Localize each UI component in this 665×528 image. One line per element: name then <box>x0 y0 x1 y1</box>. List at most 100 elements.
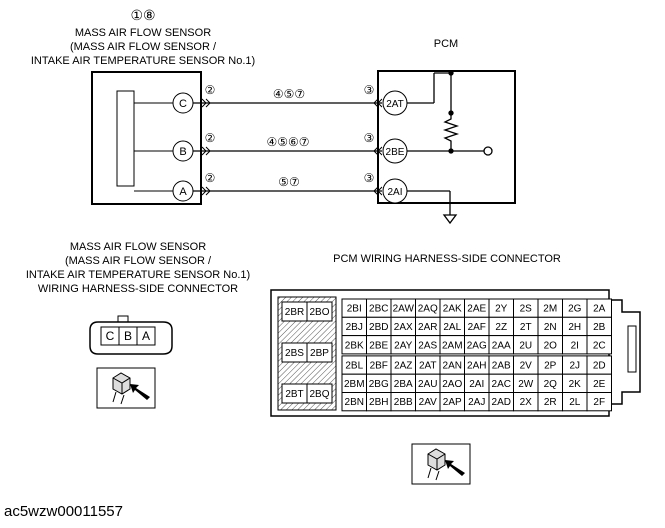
pcm-pin-2e: 2E <box>593 379 606 390</box>
pcm-pin-2o: 2O <box>544 340 558 351</box>
pcm-pin-2ac: 2AC <box>492 379 511 390</box>
pcm-pin-2l: 2L <box>569 397 581 408</box>
pcm-pin-2ah: 2AH <box>467 361 486 372</box>
pcm-pin-2u: 2U <box>519 340 532 351</box>
pcm-pin-2aa: 2AA <box>492 340 511 351</box>
pcm-connector-marks <box>373 98 383 196</box>
pcm-pin-2ap: 2AP <box>443 397 462 408</box>
pcm-pin-2at-label: 2AT <box>386 99 404 110</box>
pcm-internal-circuit <box>407 70 493 225</box>
wires <box>193 102 382 192</box>
pcm-pin-2bk: 2BK <box>345 340 364 351</box>
sensor-connector-title-line-3: INTAKE AIR TEMPERATURE SENSOR No.1) <box>26 269 250 281</box>
sensor-connector-title-line-4: WIRING HARNESS-SIDE CONNECTOR <box>38 283 238 295</box>
pcm-title: PCM <box>434 38 458 50</box>
pcm-pin-2ad: 2AD <box>492 397 511 408</box>
pcm-pin-2af: 2AF <box>468 322 486 333</box>
pcm-pin-2be-label: 2BE <box>386 147 405 158</box>
pcm-pin-2v: 2V <box>520 361 533 372</box>
sensor-title-line-1: MASS AIR FLOW SENSOR <box>75 27 211 39</box>
pcm-note-a: ③ <box>364 171 375 185</box>
pcm-pin-2at: 2AT <box>382 90 408 116</box>
pcm-pin-2r: 2R <box>544 397 557 408</box>
pcm-pin-2bm: 2BM <box>344 379 365 390</box>
pcm-pin-2be: 2BE <box>382 138 408 164</box>
pcm-pin-2ax: 2AX <box>394 322 413 333</box>
wiring-diagram: ①⑧ MASS AIR FLOW SENSOR (MASS AIR FLOW S… <box>26 7 641 485</box>
pcm-pin-2al: 2AL <box>443 322 461 333</box>
pcm-pin-2aq: 2AQ <box>418 304 438 315</box>
sensor-pin-b: B <box>172 140 194 162</box>
pcm-pin-2bo-cell <box>306 301 333 322</box>
pcm-pin-2as: 2AS <box>418 340 437 351</box>
wire-note-c: ④⑤⑦ <box>273 87 305 101</box>
pcm-pin-2ag: 2AG <box>467 340 487 351</box>
sensor-pin-c: C <box>172 92 194 114</box>
pcm-pin-2aw: 2AW <box>393 304 415 315</box>
pcm-pin-2g: 2G <box>568 304 582 315</box>
sensor-connector-pin-c: C <box>106 329 115 343</box>
sensor-connector-title-line-1: MASS AIR FLOW SENSOR <box>70 241 206 253</box>
pcm-pin-2i: 2I <box>571 340 579 351</box>
output-terminal <box>483 146 493 156</box>
pcm-view-direction-icon <box>411 443 471 485</box>
sensor-note-c: ② <box>205 83 216 97</box>
sensor-pin-c-label: C <box>179 98 187 110</box>
pcm-pin-2aj: 2AJ <box>468 397 485 408</box>
pcm-pin-2j: 2J <box>569 361 580 372</box>
header-numbers: ①⑧ <box>130 7 155 23</box>
pcm-pin-2n: 2N <box>544 322 557 333</box>
pcm-pin-2bb: 2BB <box>394 397 413 408</box>
pcm-pin-2c-cell <box>586 335 612 355</box>
pcm-pin-2ai: 2AI <box>469 379 484 390</box>
pcm-pin-2bp: 2BP <box>310 348 329 359</box>
pcm-body <box>377 70 516 204</box>
pcm-note-c: ③ <box>364 83 375 97</box>
pcm-pin-2bh: 2BH <box>369 397 388 408</box>
sensor-title-line-3: INTAKE AIR TEMPERATURE SENSOR No.1) <box>31 55 255 67</box>
pcm-pin-2be: 2BE <box>369 340 388 351</box>
sensor-connector-pin-b: B <box>124 329 132 343</box>
pcm-pin-2f: 2F <box>593 397 605 408</box>
ground-symbol <box>442 214 458 225</box>
pcm-pin-2bt: 2BT <box>285 389 303 400</box>
pcm-pin-2at: 2AT <box>419 361 437 372</box>
pcm-pin-2ab: 2AB <box>492 361 511 372</box>
pcm-pin-2ak: 2AK <box>443 304 462 315</box>
pcm-pin-2bd: 2BD <box>369 322 388 333</box>
pcm-pin-2z: 2Z <box>495 322 507 333</box>
pcm-pin-2ar: 2AR <box>418 322 437 333</box>
pcm-pin-2k: 2K <box>569 379 582 390</box>
pcm-pin-2br: 2BR <box>285 307 304 318</box>
pcm-pin-2c: 2C <box>593 340 606 351</box>
pcm-pin-2p: 2P <box>544 361 557 372</box>
pcm-pin-2ao: 2AO <box>442 379 462 390</box>
pcm-pin-2ae: 2AE <box>467 304 486 315</box>
image-code: ac5wzw00011557 <box>4 503 123 520</box>
sensor-note-b: ② <box>205 131 216 145</box>
pcm-pin-2t: 2T <box>520 322 532 333</box>
pcm-connector-title: PCM WIRING HARNESS-SIDE CONNECTOR <box>333 253 561 265</box>
pcm-pin-2s: 2S <box>520 304 533 315</box>
pcm-pin-2bo: 2BO <box>309 307 329 318</box>
pcm-pin-2a: 2A <box>593 304 606 315</box>
pcm-pin-2f-cell <box>586 392 612 412</box>
sensor-harness-connector: C B A <box>89 315 173 355</box>
pcm-pin-2h: 2H <box>568 322 581 333</box>
pcm-pin-2ba: 2BA <box>394 379 413 390</box>
pcm-pin-2ai: 2AI <box>382 178 408 204</box>
pcm-pin-2an: 2AN <box>443 361 462 372</box>
sensor-title-line-2: (MASS AIR FLOW SENSOR / <box>70 41 217 53</box>
pcm-pin-2bn: 2BN <box>345 397 364 408</box>
pcm-pin-2q: 2Q <box>544 379 558 390</box>
wire-note-a: ⑤⑦ <box>278 175 300 189</box>
pcm-pin-2y: 2Y <box>495 304 508 315</box>
pcm-pin-2au: 2AU <box>418 379 437 390</box>
sensor-pin-a-label: A <box>179 186 187 198</box>
pcm-pin-2w: 2W <box>518 379 534 390</box>
pcm-pin-2bj: 2BJ <box>346 322 363 333</box>
pcm-pin-2m: 2M <box>543 304 557 315</box>
pcm-pin-2am: 2AM <box>442 340 463 351</box>
pcm-pin-2ai-label: 2AI <box>387 187 402 198</box>
